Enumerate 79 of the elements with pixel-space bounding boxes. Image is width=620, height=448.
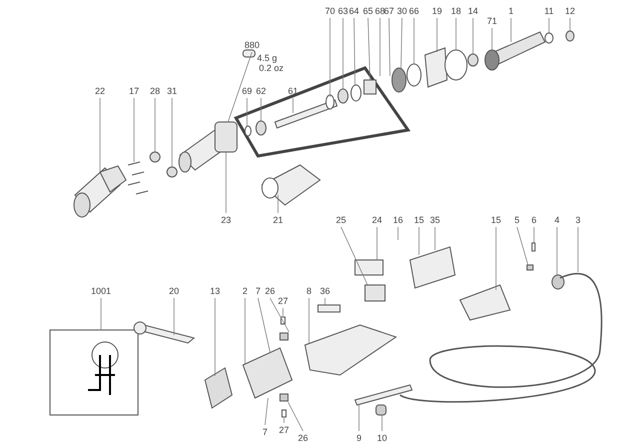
callout-number: 26 [263,286,277,297]
callout-number: 65 [361,6,375,17]
leader-line [340,226,368,286]
weight-note: 0.2 oz [259,63,284,74]
callout-number: 66 [407,6,421,17]
leader-line [388,18,390,76]
leader-line [260,98,262,122]
callout-number: 63 [336,6,350,17]
leader-line [358,404,360,432]
callout-number: 31 [165,86,179,97]
callout-number: 7 [261,427,269,438]
leader-line [214,298,216,376]
callout-number: 27 [276,296,290,307]
callout-number: 21 [271,215,285,226]
leader-line [472,18,474,54]
callout-number: 20 [167,286,181,297]
callout-number: 23 [219,215,233,226]
callout-number: 11 [542,6,556,17]
callout-number: 71 [485,16,499,27]
callout-number: 8 [305,286,313,297]
leader-line [292,98,294,114]
callout-number: 62 [254,86,268,97]
leader-line [342,18,344,90]
leader-line [264,398,268,426]
callout-number: 2 [241,286,249,297]
callout-number: 27 [277,425,291,436]
callout-number: 7 [254,286,262,297]
leader-line [288,402,304,432]
leader-line [244,298,246,364]
callout-number: 25 [334,215,348,226]
leader-line [154,98,156,152]
leader-line [258,298,270,352]
callout-number: 28 [148,86,162,97]
leader-line [228,52,252,122]
leader-line [556,226,558,276]
callout-number: 13 [208,286,222,297]
callout-number: 12 [563,6,577,17]
leader-line [368,18,370,80]
callout-number: 5 [513,215,521,226]
callout-number: 22 [93,86,107,97]
leader-line [246,98,248,126]
leader-line [510,18,512,42]
leader-line [516,226,528,266]
callout-number: 24 [370,215,384,226]
callout-number: 19 [430,6,444,17]
callout-number: 6 [530,215,538,226]
callout-number: 10 [375,433,389,444]
leader-line [354,18,356,86]
weight-note: 4.5 g [257,53,278,64]
callout-number: 1001 [88,286,114,297]
leader-line [400,18,402,68]
callout-number: 4 [553,215,561,226]
leader-line [324,298,326,306]
callout-number: 1 [507,6,515,17]
leader-line [100,298,102,330]
callout-number: 15 [412,215,426,226]
callout-number: 30 [395,6,409,17]
callout-number: 880 [242,40,262,51]
callout-number: 35 [428,215,442,226]
leader-line [548,18,550,34]
callout-number: 16 [391,215,405,226]
leader-line [376,226,378,260]
callout-number: 70 [323,6,337,17]
callout-number: 17 [127,86,141,97]
callout-number: 3 [574,215,582,226]
callout-number: 36 [318,286,332,297]
callout-number: 15 [489,215,503,226]
leader-line [434,226,436,250]
leader-line [270,298,290,332]
leader-line [282,308,284,316]
callout-number: 18 [449,6,463,17]
callout-number: 26 [296,433,310,444]
callout-number: 69 [240,86,254,97]
leader-line [308,298,310,344]
callout-number: 9 [355,433,363,444]
leader-line [436,18,438,52]
leader-line [418,226,420,256]
callout-number: 14 [466,6,480,17]
callout-number: 64 [347,6,361,17]
